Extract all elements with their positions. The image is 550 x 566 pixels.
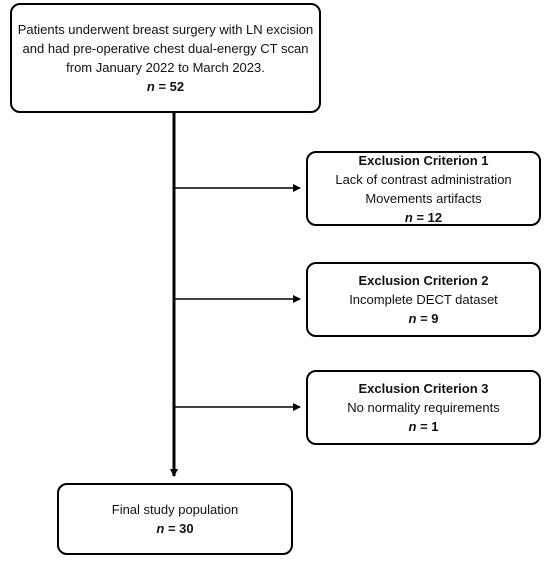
final-box: Final study population n = 30 [57, 483, 293, 555]
exclusion-3-count-var: n [408, 419, 417, 434]
start-box: Patients underwent breast surgery with L… [10, 3, 321, 113]
exclusion-3-count-value: = 1 [416, 419, 439, 434]
exclusion-2-count-value: = 9 [416, 311, 439, 326]
final-count-value: = 30 [164, 521, 194, 536]
final-label: Final study population [111, 502, 239, 517]
exclusion-3-count: n = 1 [409, 417, 439, 436]
start-line-2: and had pre-operative chest dual-energy … [22, 41, 309, 56]
exclusion-2-count: n = 9 [409, 309, 439, 328]
exclusion-2-title: Exclusion Criterion 2 [358, 273, 489, 288]
exclusion-1-line-1: Lack of contrast administration [335, 171, 512, 187]
exclusion-1-count: n = 12 [405, 208, 442, 227]
final-count-var: n [156, 521, 165, 536]
exclusion-1-count-value: = 12 [412, 209, 443, 225]
exclusion-3-title: Exclusion Criterion 3 [358, 381, 489, 396]
start-count-var: n [146, 79, 155, 94]
exclusion-box-1: Exclusion Criterion 1 Lack of contrast a… [306, 151, 541, 226]
exclusion-1-line-2: Movements artifacts [365, 190, 482, 206]
exclusion-2-count-var: n [408, 311, 417, 326]
exclusion-3-line-1: No normality requirements [347, 400, 500, 415]
exclusion-1-count-var: n [404, 209, 413, 225]
start-count: n = 52 [147, 77, 184, 96]
exclusion-box-2: Exclusion Criterion 2 Incomplete DECT da… [306, 262, 541, 337]
exclusion-box-3: Exclusion Criterion 3 No normality requi… [306, 370, 541, 445]
start-line-1: Patients underwent breast surgery with L… [17, 22, 314, 37]
start-line-3: from January 2022 to March 2023. [66, 60, 265, 75]
start-count-value: = 52 [154, 79, 185, 94]
exclusion-1-title: Exclusion Criterion 1 [358, 152, 489, 168]
final-count: n = 30 [156, 519, 193, 538]
exclusion-2-line-1: Incomplete DECT dataset [349, 292, 498, 307]
